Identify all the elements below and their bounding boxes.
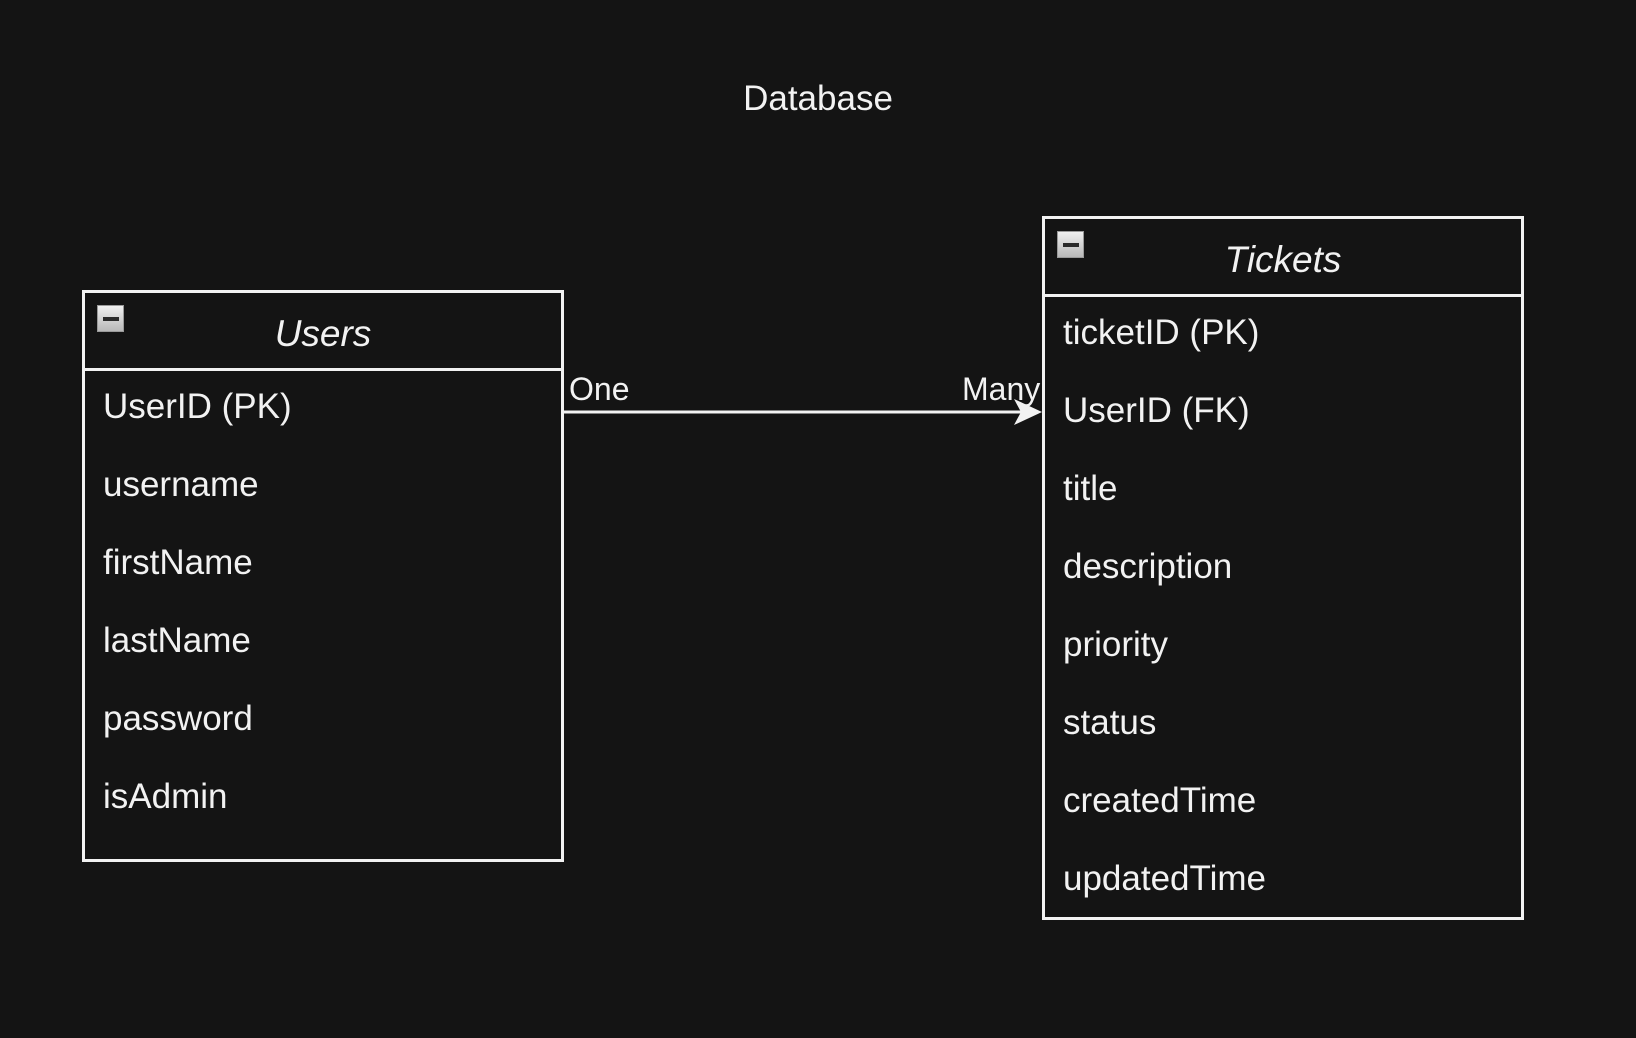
tickets-field-userid[interactable]: UserID (FK): [1063, 391, 1250, 430]
users-entity-header[interactable]: Users: [85, 293, 561, 371]
users-field-lastname[interactable]: lastName: [103, 621, 251, 660]
users-entity-name: Users: [274, 313, 372, 354]
tickets-field-createdtime[interactable]: createdTime: [1063, 781, 1257, 820]
relationship-one-label: One: [569, 371, 630, 407]
users-field-firstname[interactable]: firstName: [103, 543, 253, 582]
tickets-entity-name: Tickets: [1224, 239, 1342, 280]
collapse-icon[interactable]: [97, 305, 124, 332]
tickets-field-ticketid[interactable]: ticketID (PK): [1063, 313, 1260, 352]
diagram-title: Database: [743, 79, 893, 118]
tickets-field-title[interactable]: title: [1063, 469, 1118, 508]
users-field-username[interactable]: username: [103, 465, 259, 504]
relationship-many-label: Many: [962, 371, 1041, 407]
tickets-field-description[interactable]: description: [1063, 547, 1233, 586]
tickets-field-priority[interactable]: priority: [1063, 625, 1169, 664]
users-field-password[interactable]: password: [103, 699, 253, 738]
users-field-userid[interactable]: UserID (PK): [103, 387, 292, 426]
tickets-entity-header[interactable]: Tickets: [1045, 219, 1521, 297]
users-entity[interactable]: Users UserID (PK) username firstName las…: [82, 290, 564, 862]
tickets-field-status[interactable]: status: [1063, 703, 1157, 742]
tickets-entity[interactable]: Tickets ticketID (PK) UserID (FK) title …: [1042, 216, 1524, 920]
tickets-field-updatedtime[interactable]: updatedTime: [1063, 859, 1266, 898]
collapse-icon[interactable]: [1057, 231, 1084, 258]
users-field-isadmin[interactable]: isAdmin: [103, 777, 228, 816]
